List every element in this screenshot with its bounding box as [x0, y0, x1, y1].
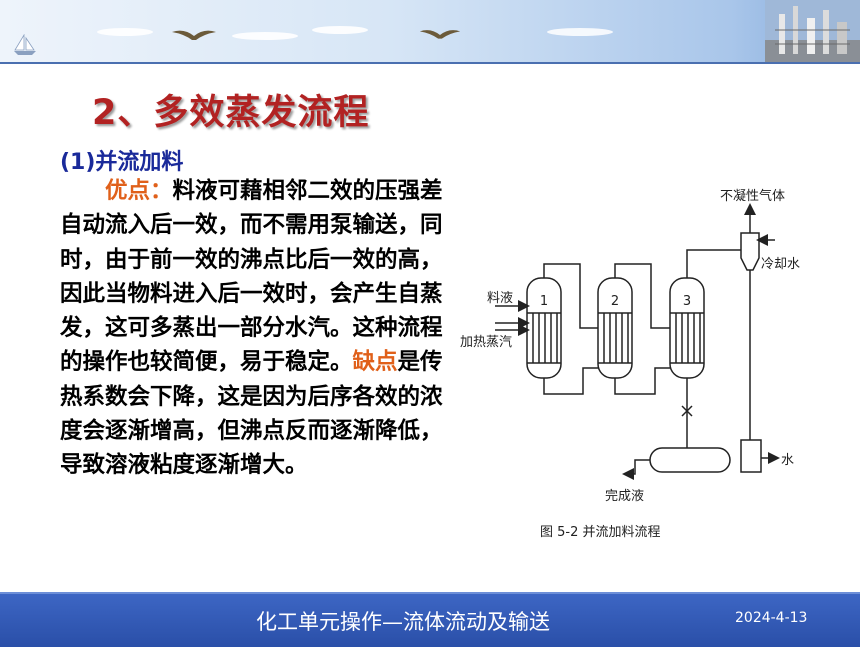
figure-caption: 图 5-2 并流加料流程 — [540, 525, 661, 540]
header-divider — [0, 62, 860, 64]
disadvantage-text: 是传热系数会下降，这是因为后序各效的浓度会逐渐增高，但沸点反而逐渐降低，导致溶液… — [60, 349, 443, 479]
cloud-icon — [232, 32, 298, 40]
cloud-icon — [97, 28, 153, 36]
body-paragraph: 优点：料液可藉相邻二效的压强差自动流入后一效，而不需用泵输送，同时，由于前一效的… — [60, 174, 452, 483]
advantage-label: 优点： — [105, 178, 173, 204]
footer-title: 化工单元操作—流体流动及输送 — [256, 610, 550, 634]
effect-3-label: 3 — [683, 294, 691, 309]
bird-icon — [172, 30, 216, 40]
effect-2-label: 2 — [611, 294, 619, 309]
water-label: 水 — [781, 453, 794, 468]
disadvantage-label: 缺点 — [352, 349, 398, 376]
cloud-icon — [547, 28, 613, 36]
cloud-icon — [312, 26, 368, 34]
effect-1-label: 1 — [540, 294, 548, 309]
sailboat-icon — [14, 34, 36, 55]
bird-icon — [419, 30, 461, 39]
cooling-water-label: 冷却水 — [761, 257, 800, 272]
section-subtitle: (1)并流加料 — [60, 150, 184, 175]
footer-date: 2024-4-13 — [735, 610, 808, 626]
evaporation-flow-diagram: 1 2 3 不凝性气体 冷却水 料液 加热蒸汽 水 完成液 图 5-2 并流加料… — [460, 188, 800, 540]
feed-label: 料液 — [487, 291, 513, 306]
footer-bar: 化工单元操作—流体流动及输送 2024-4-13 — [0, 592, 860, 647]
refinery-photo — [765, 0, 860, 62]
noncondensable-gas-label: 不凝性气体 — [720, 188, 785, 204]
product-liquor-label: 完成液 — [605, 489, 644, 504]
page-title: 2、多效蒸发流程 — [92, 93, 370, 133]
advantage-text: 料液可藉相邻二效的压强差自动流入后一效，而不需用泵输送，同时，由于前一效的沸点比… — [60, 178, 443, 376]
heating-steam-label: 加热蒸汽 — [460, 335, 512, 350]
